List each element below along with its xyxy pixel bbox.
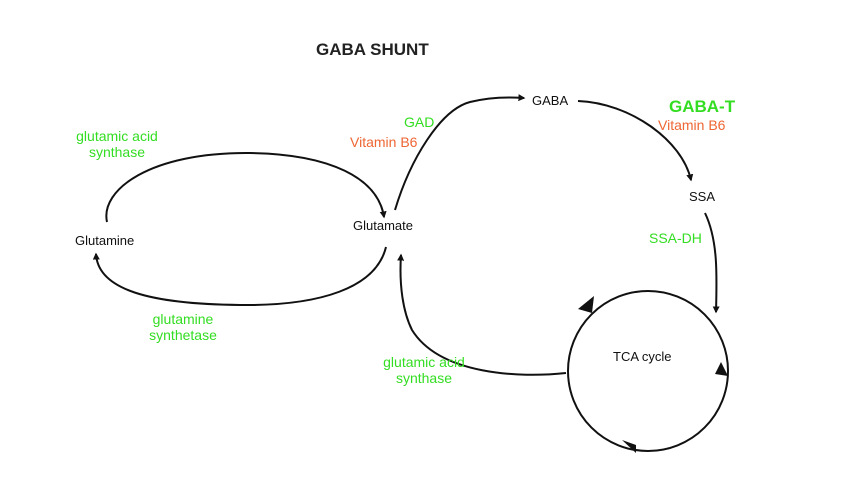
enzyme-label-line: glutamine: [152, 311, 214, 327]
node-gaba: GABA: [532, 93, 569, 108]
cofactor-gaba-t-vitamin-b6: Vitamin B6: [658, 117, 726, 133]
enzyme-label-line: glutamic acid: [383, 354, 465, 370]
arrow-glutamine-to-glutamate: [105, 151, 387, 223]
tca-cycle-arrowhead-top: [578, 296, 594, 313]
arrow-glutamate-to-glutamine: [92, 246, 387, 307]
enzyme-label-line: synthase: [88, 144, 146, 161]
node-tca-cycle: TCA cycle: [613, 349, 672, 364]
enzyme-ssa-dh: SSA-DH: [649, 230, 702, 246]
tca-cycle-arrowhead-bottom: [622, 440, 636, 453]
arrow-gaba-to-ssa: [577, 100, 694, 182]
node-glutamine: Glutamine: [75, 233, 135, 248]
enzyme-glutamine-synthetase: glutamine synthetase: [128, 311, 238, 343]
node-ssa: SSA: [689, 189, 716, 204]
enzyme-label-line: synthase: [395, 370, 453, 387]
enzyme-gad: GAD: [404, 114, 435, 130]
node-glutamate: Glutamate: [353, 218, 413, 233]
tca-cycle-arrowhead-right: [715, 362, 728, 376]
enzyme-label-line: glutamic acid: [76, 128, 158, 144]
arrow-ssa-to-tca: [704, 212, 720, 314]
cofactor-gad-vitamin-b6: Vitamin B6: [350, 134, 418, 150]
diagram-title: GABA SHUNT: [316, 40, 429, 59]
tca-cycle-circle: [567, 290, 729, 452]
arrow-glutamate-to-gaba: [394, 94, 526, 211]
enzyme-glutamic-acid-synthase-bottom: glutamic acid synthase: [359, 354, 489, 386]
enzyme-label-line: synthetase: [149, 327, 217, 344]
enzyme-glutamic-acid-synthase-top: glutamic acid synthase: [52, 128, 182, 160]
arrow-tca-to-glutamate: [397, 253, 567, 376]
enzyme-gaba-t: GABA-T: [669, 97, 736, 116]
